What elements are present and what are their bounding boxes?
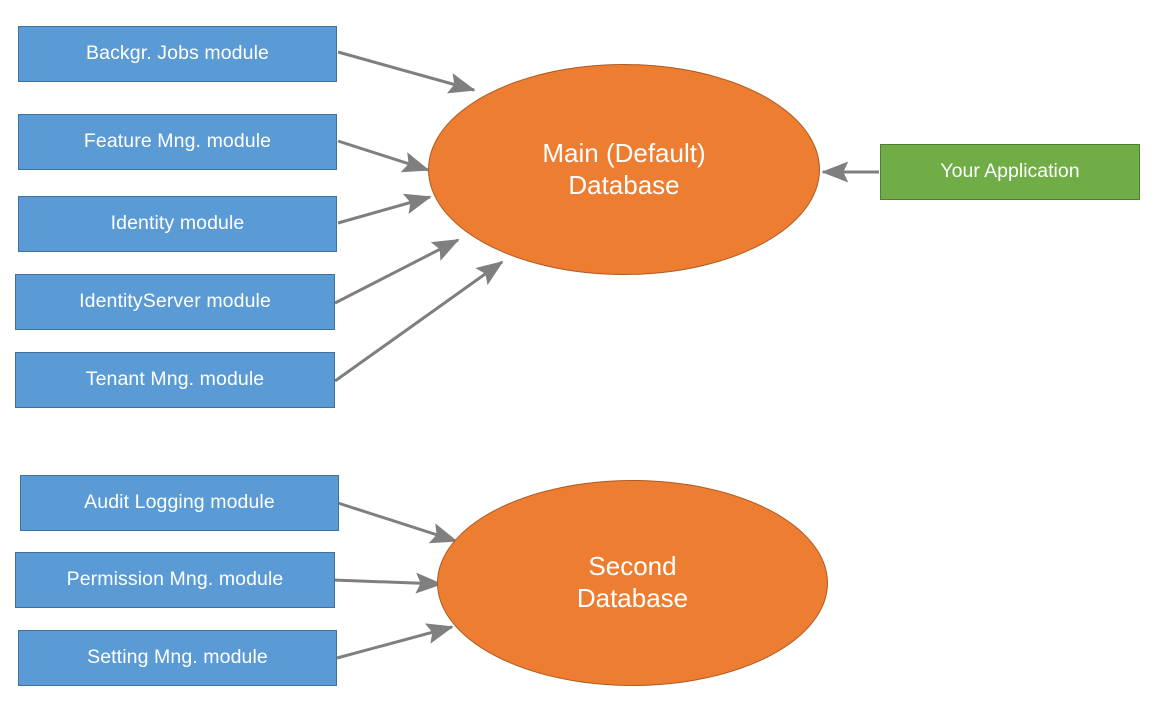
node-feature-management-module[interactable]: Feature Mng. module	[18, 114, 337, 170]
connector-background-jobs-to-main-db	[337, 50, 476, 94]
node-permission-management-module[interactable]: Permission Mng. module	[15, 552, 335, 608]
node-label: Setting Mng. module	[87, 646, 268, 669]
node-label: Permission Mng. module	[66, 568, 284, 591]
node-second-database[interactable]: Second Database	[437, 480, 828, 686]
connector-identity-server-to-main-db	[334, 238, 460, 305]
node-setting-management-module[interactable]: Setting Mng. module	[18, 630, 337, 686]
connector-identity-to-main-db	[337, 193, 432, 225]
node-audit-logging-module[interactable]: Audit Logging module	[20, 475, 339, 531]
second-database-label: Second Database	[553, 551, 712, 614]
node-identity-module[interactable]: Identity module	[18, 196, 337, 252]
main-database-label: Main (Default) Database	[518, 138, 729, 201]
node-background-jobs-module[interactable]: Backgr. Jobs module	[18, 26, 337, 82]
node-label: Identity module	[110, 212, 245, 235]
main-database-label-line2: Database	[568, 169, 680, 200]
node-label: Tenant Mng. module	[85, 368, 265, 391]
connector-tenant-management-to-main-db	[334, 260, 504, 383]
node-label: Audit Logging module	[84, 491, 275, 514]
second-database-label-line1: Second	[588, 551, 677, 582]
node-label: IdentityServer module	[79, 290, 271, 313]
connector-permission-management-to-second-db	[332, 572, 443, 594]
node-main-database[interactable]: Main (Default) Database	[428, 64, 820, 275]
node-your-application[interactable]: Your Application	[880, 144, 1140, 200]
node-tenant-management-module[interactable]: Tenant Mng. module	[15, 352, 335, 408]
node-label: Your Application	[940, 160, 1080, 183]
main-database-label-line1: Main (Default)	[542, 137, 706, 168]
node-label: Feature Mng. module	[83, 130, 272, 153]
connector-feature-management-to-main-db	[337, 139, 430, 173]
second-database-label-line2: Database	[576, 583, 689, 613]
connector-setting-management-to-second-db	[336, 623, 454, 660]
node-identity-server-module[interactable]: IdentityServer module	[15, 274, 335, 330]
node-label: Backgr. Jobs module	[86, 42, 269, 65]
connector-audit-logging-to-second-db	[337, 501, 458, 544]
